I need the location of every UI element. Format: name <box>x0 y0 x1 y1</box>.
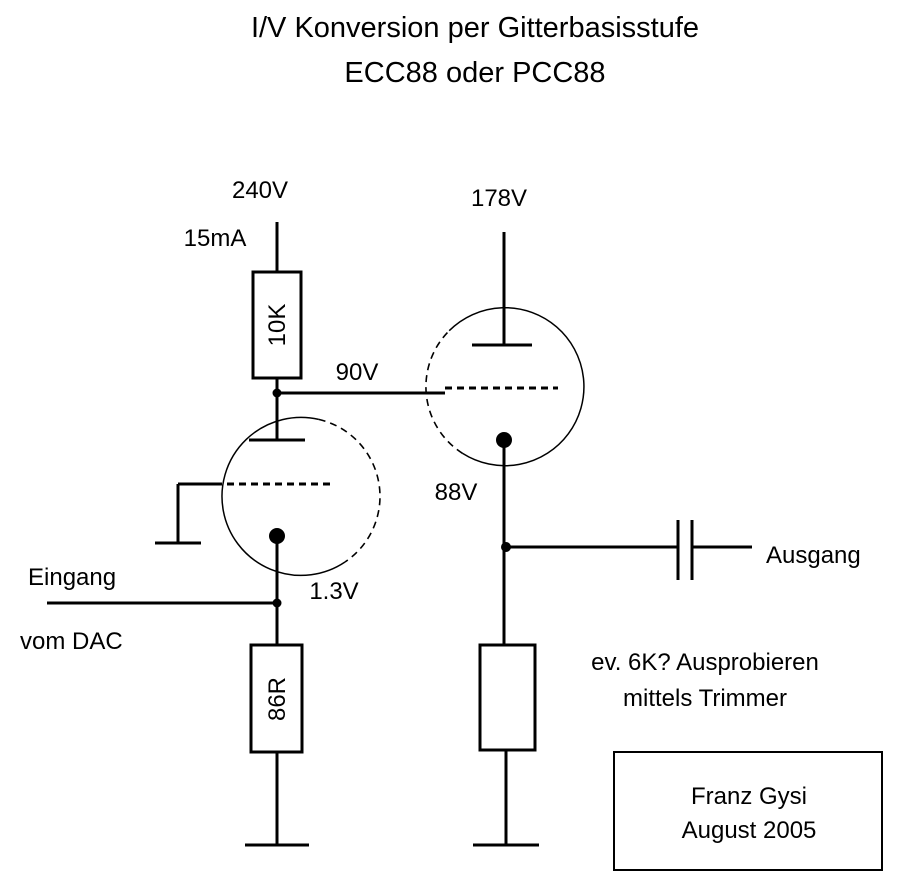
cathode-left-voltage-label: 1.3V <box>309 578 358 605</box>
credit-box: Franz Gysi August 2005 <box>613 751 883 871</box>
output-label: Ausgang <box>766 542 861 569</box>
load-note-line-2: mittels Trimmer <box>623 685 787 712</box>
right-stage <box>415 232 752 847</box>
input-label-line-1: Eingang <box>28 564 116 591</box>
tube-envelope-left <box>221 416 346 577</box>
cathode-right-voltage-label: 88V <box>435 479 478 506</box>
input-label-line-2: vom DAC <box>20 628 123 655</box>
tube-envelope-left-dashed <box>318 418 381 563</box>
tube-envelope-right-dashed <box>425 330 464 455</box>
resistor-load <box>478 643 537 752</box>
current-left-label: 15mA <box>184 225 247 252</box>
credit-date: August 2005 <box>682 817 817 844</box>
load-note-line-1: ev. 6K? Ausprobieren <box>591 649 819 676</box>
supply-left-label: 240V <box>232 177 288 204</box>
node-voltage-label: 90V <box>336 359 379 386</box>
credit-box-frame <box>613 751 883 871</box>
title-line-1: I/V Konversion per Gitterbasisstufe <box>251 12 699 44</box>
supply-right-label: 178V <box>471 185 527 212</box>
title-line-2: ECC88 oder PCC88 <box>344 57 605 89</box>
resistor-86r-label: 86R <box>264 677 291 721</box>
tube-envelope-right <box>448 306 585 467</box>
credit-author: Franz Gysi <box>691 783 807 810</box>
left-stage: 10K 86R <box>47 222 415 847</box>
resistor-10k-label: 10K <box>264 304 291 347</box>
